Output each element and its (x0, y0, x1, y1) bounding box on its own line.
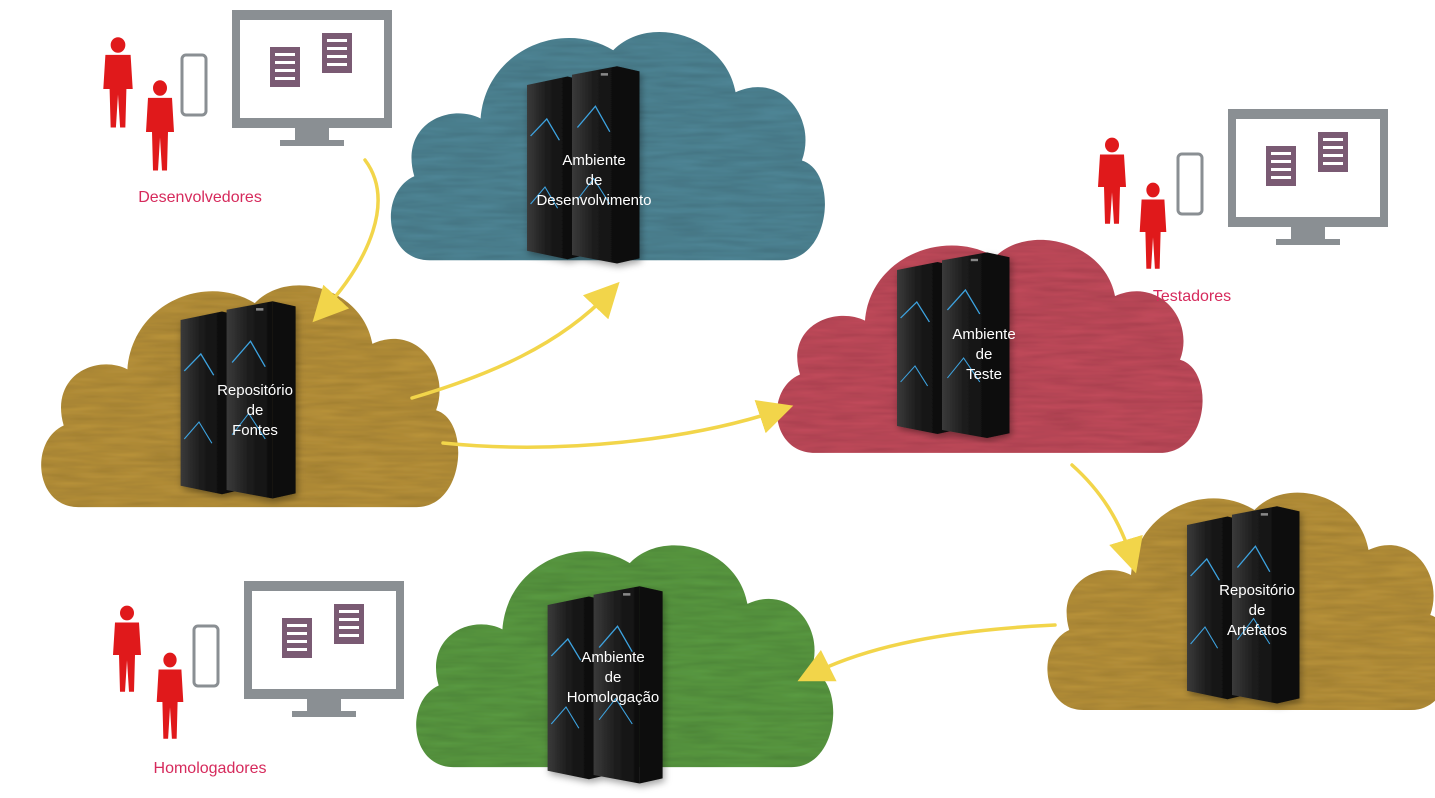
mainframe-icon-test (896, 251, 1011, 439)
arrow-source-to-dev (410, 281, 620, 400)
testers-label: Testadores (1153, 288, 1231, 305)
developer-person-icon-2 (146, 80, 174, 171)
tester-workstation-icon (1176, 107, 1390, 247)
developers-group: Desenvolvedores (103, 8, 394, 206)
homologator-person-icon (113, 605, 141, 692)
homologators-label: Homologadores (154, 760, 267, 777)
tester-person-icon (1098, 137, 1126, 224)
homologators-group: Homologadores (113, 579, 406, 777)
developer-workstation-icon (180, 8, 394, 148)
arrow-developers-to-source (312, 158, 380, 323)
homologator-workstation-icon (192, 579, 406, 719)
mainframe-icon-source (179, 300, 297, 500)
arrow-test-to-artifact (1070, 463, 1143, 574)
mainframe-icon-artifact (1186, 505, 1301, 705)
developer-person-icon (103, 37, 133, 128)
arrow-source-to-test (441, 400, 794, 449)
testers-group: Testadores (1098, 107, 1390, 305)
arrow-artifact-to-homolog (797, 623, 1057, 682)
developers-label: Desenvolvedores (138, 189, 262, 206)
tester-person-icon-2 (1139, 182, 1167, 269)
homologator-person-icon-2 (156, 652, 184, 739)
